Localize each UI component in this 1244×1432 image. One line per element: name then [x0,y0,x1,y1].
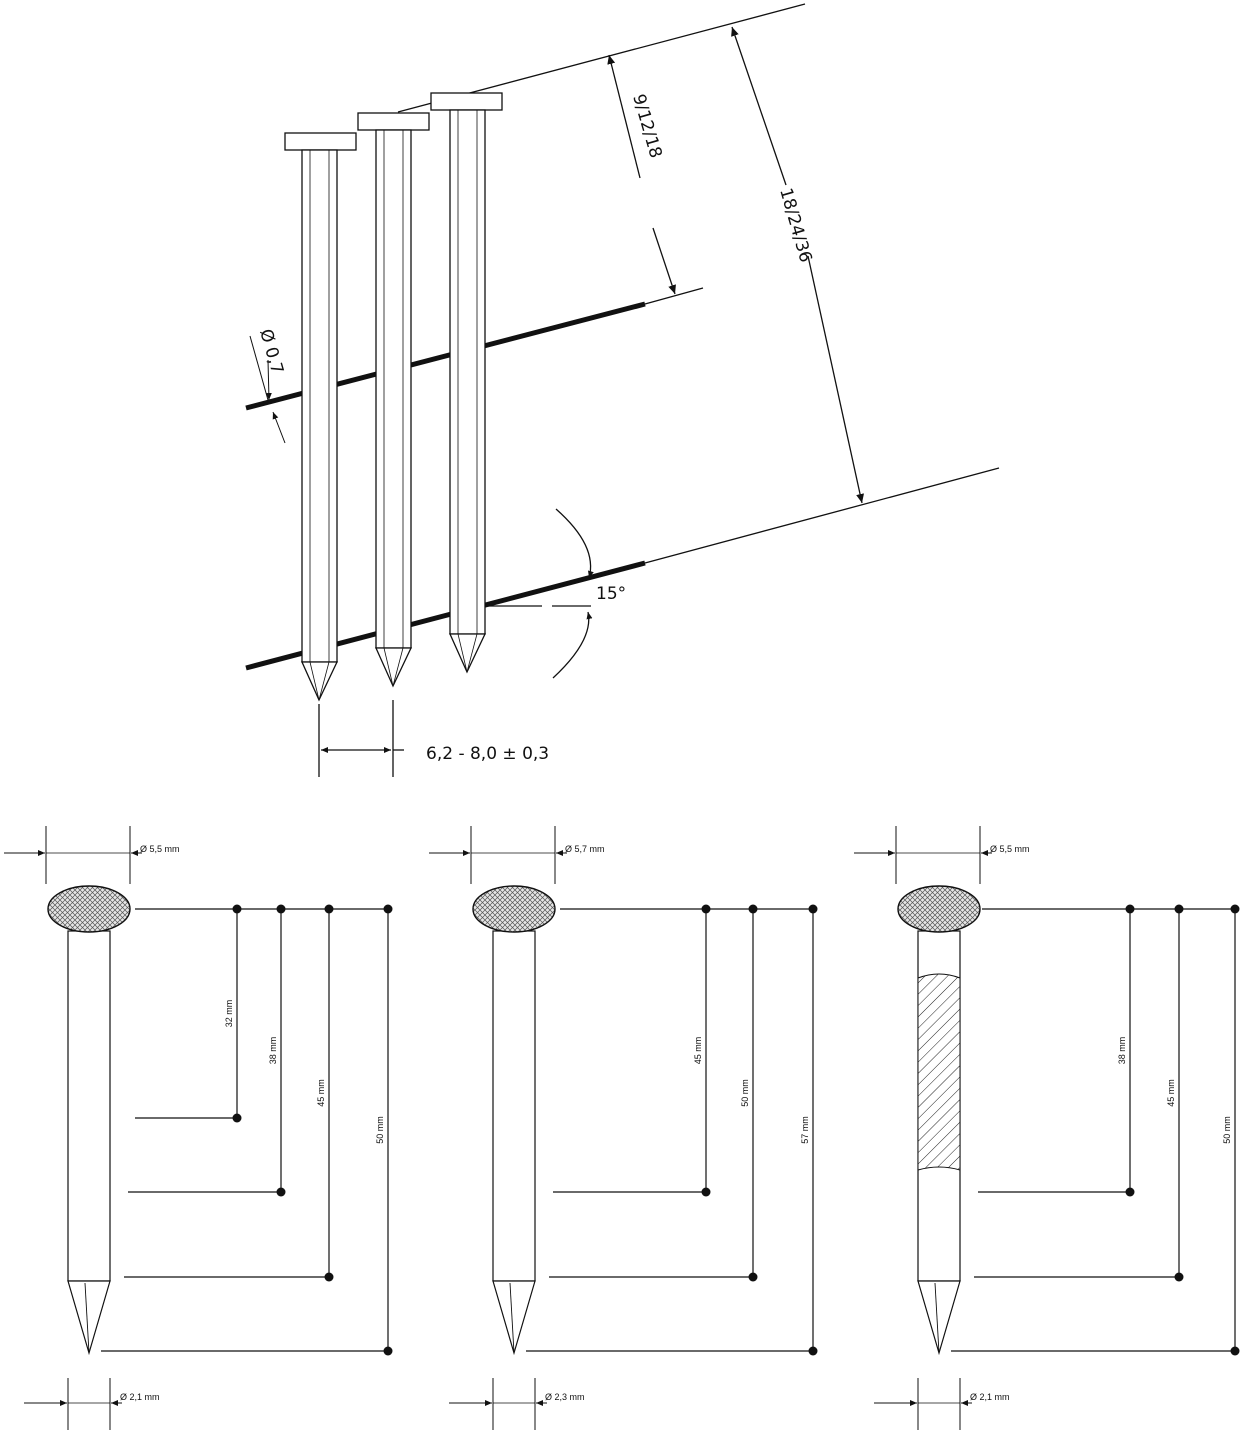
head-diameter-label: Ø 5,7 mm [565,844,605,854]
nail-point [67,1280,111,1356]
coil-nail-3 [430,92,503,674]
nail-head [47,885,131,933]
nail-head [897,885,981,933]
length-label: 45 mm [693,1037,703,1065]
nail-point [917,1280,961,1356]
nail-point-facet [84,1282,90,1354]
nail-point-facet [509,1282,515,1354]
length-label: 45 mm [1166,1079,1176,1107]
pitch-label: 6,2 - 8,0 ± 0,3 [426,744,549,764]
total-length-label: 18/24/36 [775,186,815,265]
head-offset-dimension: 9/12/18 [607,54,676,295]
lower-wire-extension [644,467,1000,564]
dim-end-point [1125,1187,1135,1197]
shank-diameter-label: Ø 2,1 mm [120,1392,160,1402]
coil-nail-1 [284,132,357,702]
nail-shank [492,930,536,1282]
angle-dimension: 15° [487,508,626,679]
length-label: 38 mm [1117,1037,1127,1065]
nail-shank [67,930,111,1282]
length-label: 45 mm [316,1079,326,1107]
dim-end-point [701,1187,711,1197]
dim-end-point [1174,1272,1184,1282]
angle-label: 15° [596,584,626,604]
nail-detail-1: Ø 5,5 mm 32 mm 38 mm 45 mm 50 mm Ø 2,1 mm [4,826,393,1430]
shank-diameter-label: Ø 2,3 mm [545,1392,585,1402]
nail-detail-2: Ø 5,7 mm 45 mm 50 mm 57 mm Ø 2,3 mm [429,826,818,1430]
dim-end-point [232,1113,242,1123]
head-diameter-label: Ø 5,5 mm [990,844,1030,854]
shank-diameter-label: Ø 2,1 mm [970,1392,1010,1402]
wire-diameter-label: Ø 0,7 [255,327,287,377]
dim-end-point [324,1272,334,1282]
dim-end-point [383,1346,393,1356]
head-diameter-label: Ø 5,5 mm [140,844,180,854]
length-label: 38 mm [268,1037,278,1065]
coil-nail-2 [357,112,430,688]
upper-wire-extension [644,287,704,305]
coil-diagram: Ø 0,7 9/12/18 18/24/36 15° [245,3,1000,777]
total-length-dimension: 18/24/36 [731,26,864,504]
length-label: 57 mm [800,1116,810,1144]
wire-diameter-dimension: Ø 0,7 [249,327,287,444]
length-label: 32 mm [224,1000,234,1028]
length-label: 50 mm [375,1116,385,1144]
nail-detail-3: Ø 5,5 mm 38 mm 45 mm 50 mm Ø 2,1 mm [854,826,1240,1430]
head-offset-label: 9/12/18 [628,92,665,161]
ring-shank-section [917,973,961,1171]
nail-point [492,1280,536,1356]
dim-end-point [808,1346,818,1356]
pitch-dimension: 6,2 - 8,0 ± 0,3 [318,700,549,777]
length-label: 50 mm [1222,1116,1232,1144]
nail-point-facet [934,1282,940,1354]
dim-end-point [748,1272,758,1282]
dim-end-point [1230,1346,1240,1356]
nail-head [472,885,556,933]
length-label: 50 mm [740,1079,750,1107]
dim-end-point [276,1187,286,1197]
